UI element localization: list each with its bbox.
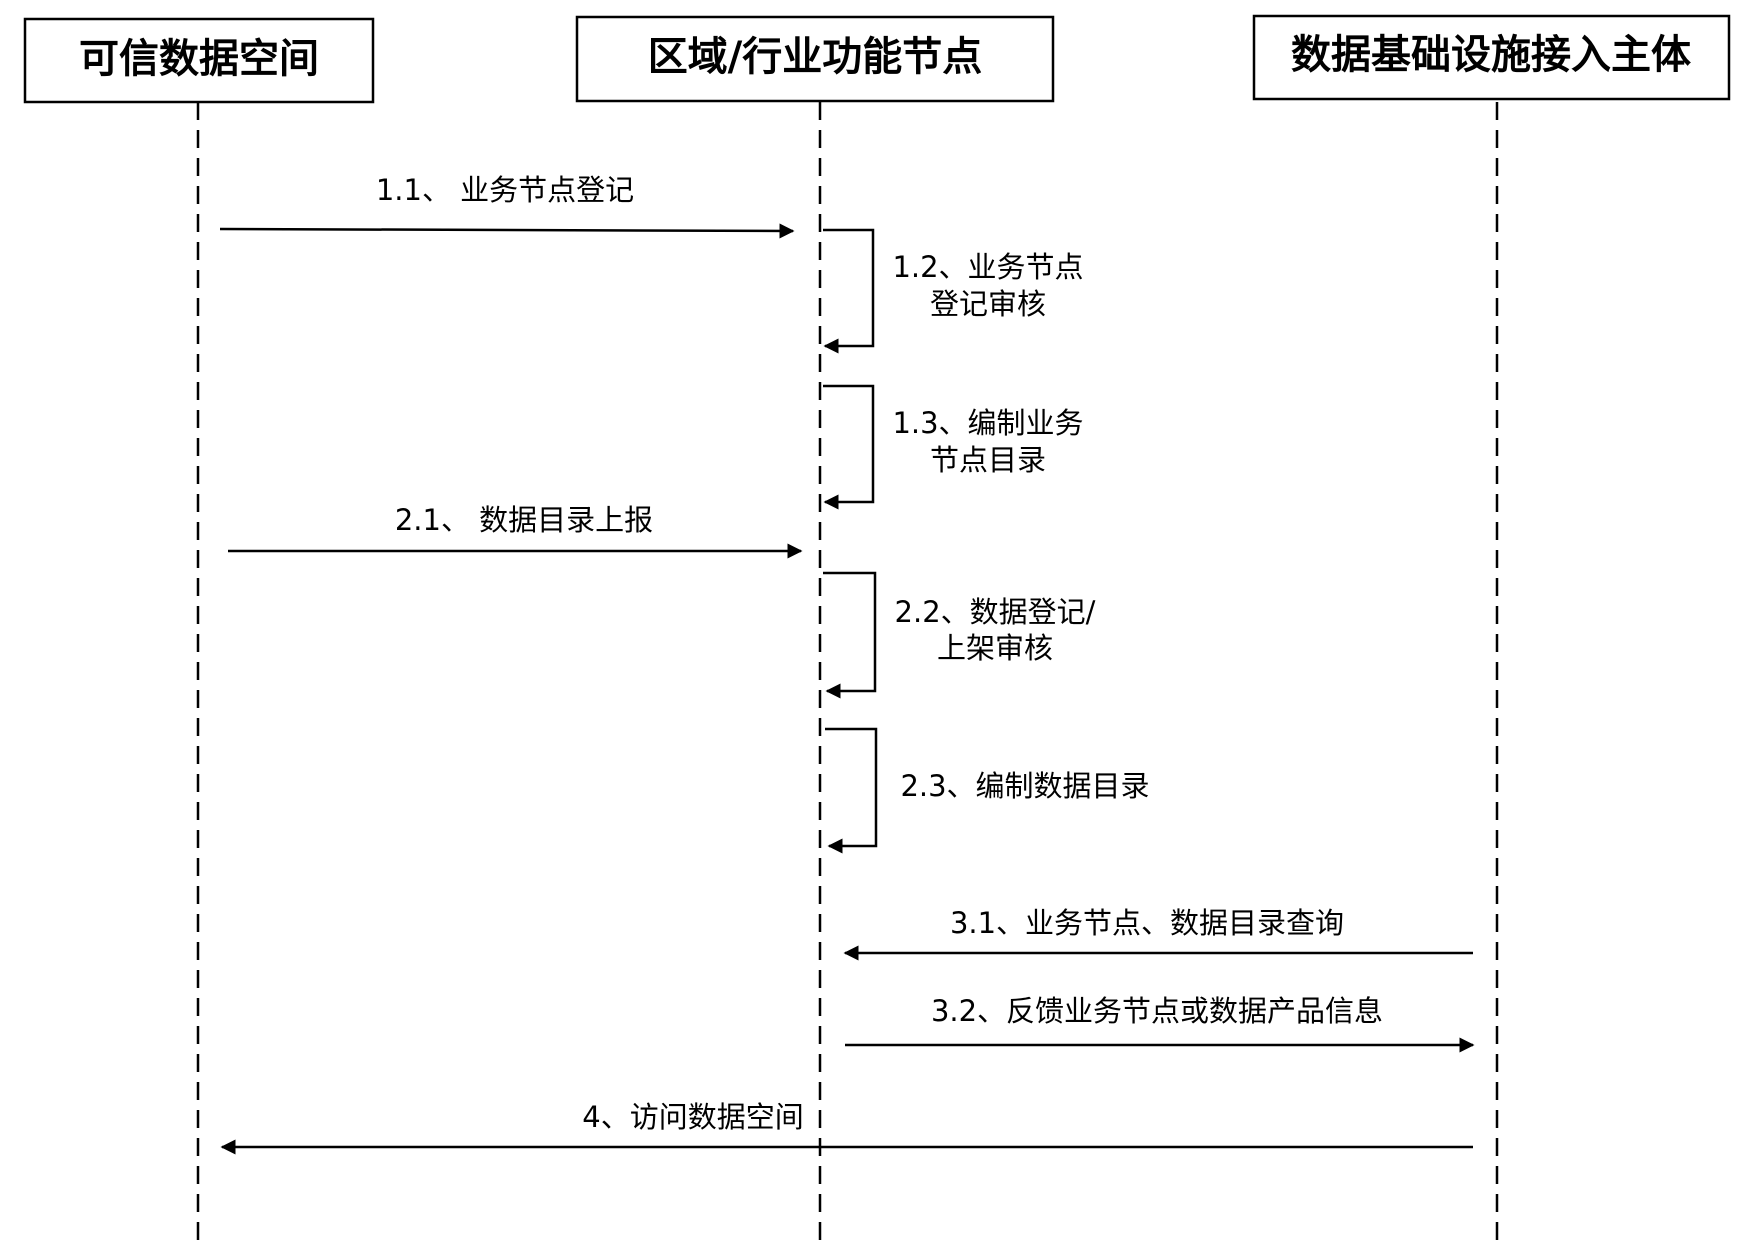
message-1-3-arrow <box>823 384 875 510</box>
actor-label: 数据基础设施接入主体 <box>1291 32 1691 78</box>
actor-access-entity: 数据基础设施接入主体 <box>1252 14 1731 101</box>
actor-trusted-data-space: 可信数据空间 <box>23 17 375 104</box>
message-1-2: 1.2、业务节点 登记审核 <box>823 228 1084 354</box>
message-1-1-label: 1.1、 业务节点登记 <box>376 173 634 207</box>
message-2-2: 2.2、数据登记/ 上架审核 <box>823 571 1096 699</box>
message-1-1-arrow <box>219 223 795 239</box>
message-4-label: 4、访问数据空间 <box>582 1100 803 1134</box>
actor-label: 区域/行业功能节点 <box>648 34 983 80</box>
message-2-3: 2.3、编制数据目录 <box>825 727 1150 854</box>
message-2-3-arrow <box>825 727 878 854</box>
message-3-2: 3.2、反馈业务节点或数据产品信息 <box>845 994 1475 1053</box>
actor-label: 可信数据空间 <box>79 36 319 82</box>
message-2-1-label: 2.1、 数据目录上报 <box>395 503 653 537</box>
message-1-3-label-line1: 1.3、编制业务 <box>892 406 1083 440</box>
message-2-1: 2.1、 数据目录上报 <box>228 503 803 559</box>
message-1-3: 1.3、编制业务 节点目录 <box>823 384 1084 510</box>
message-1-3-label-line2: 节点目录 <box>930 443 1046 477</box>
message-3-2-label: 3.2、反馈业务节点或数据产品信息 <box>931 994 1383 1028</box>
message-1-1: 1.1、 业务节点登记 <box>219 173 795 239</box>
message-2-3-label: 2.3、编制数据目录 <box>900 769 1149 803</box>
actor-functional-node: 区域/行业功能节点 <box>575 15 1055 103</box>
message-3-1-label: 3.1、业务节点、数据目录查询 <box>950 906 1344 940</box>
message-3-1: 3.1、业务节点、数据目录查询 <box>843 906 1473 961</box>
message-2-2-arrow <box>823 571 877 699</box>
message-2-2-label-line1: 2.2、数据登记/ <box>895 595 1096 629</box>
message-2-2-label-line2: 上架审核 <box>937 631 1053 665</box>
message-1-2-arrow <box>823 228 875 354</box>
message-4: 4、访问数据空间 <box>220 1100 1473 1155</box>
message-1-2-label-line2: 登记审核 <box>930 287 1046 321</box>
message-1-2-label-line1: 1.2、业务节点 <box>892 250 1083 284</box>
